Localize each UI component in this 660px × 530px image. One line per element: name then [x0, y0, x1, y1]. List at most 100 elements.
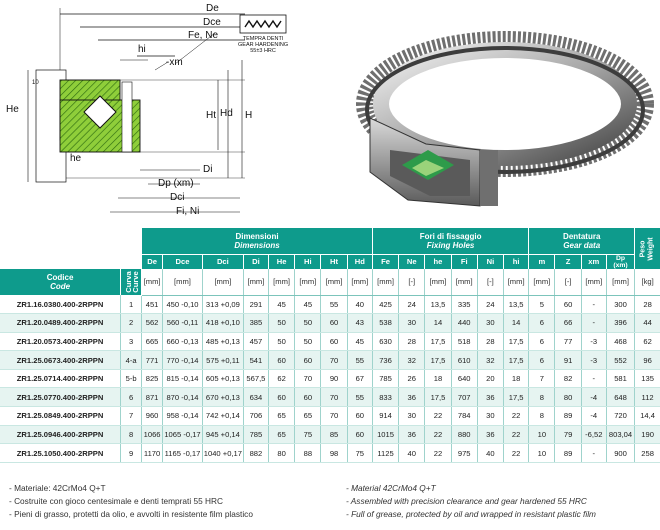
- table-cell: 6: [528, 350, 555, 370]
- table-cell: 742 +0,14: [201, 406, 244, 426]
- table-cell: 313 +0,09: [201, 295, 244, 315]
- table-cell: 518: [450, 332, 478, 352]
- table-cell: 190: [634, 425, 660, 445]
- table-cell: 112: [634, 387, 660, 408]
- table-cell: 13,5: [503, 295, 529, 315]
- table-cell: 43: [346, 313, 373, 333]
- table-cell: 55: [346, 387, 373, 408]
- table-cell: 65: [267, 406, 295, 426]
- table-cell: 30: [476, 406, 504, 426]
- col-m: m: [528, 253, 555, 269]
- curve-header: Curva Curve: [120, 269, 143, 295]
- unit-weight: [kg]: [634, 269, 660, 296]
- code-header-en: Code: [50, 282, 71, 291]
- col-Di: Di: [242, 253, 269, 269]
- table-cell: 82: [554, 369, 582, 389]
- table-cell: 90: [320, 369, 348, 389]
- table-cell: 575 +0,11: [201, 350, 244, 370]
- table-cell: 648: [605, 387, 635, 408]
- table-cell: 60: [346, 406, 373, 426]
- table-cell: 40: [346, 295, 373, 315]
- table-cell: 45: [267, 295, 295, 315]
- table-cell: 468: [605, 332, 635, 352]
- table-cell: 28: [634, 295, 660, 315]
- table-cell: 30: [476, 313, 504, 333]
- table-cell: 70: [320, 350, 348, 370]
- table-cell: 24: [476, 295, 504, 315]
- note-en-assembly: - Assembled with precision clearance and…: [346, 496, 587, 506]
- col-he: he: [424, 253, 452, 269]
- label-De: De: [206, 3, 219, 14]
- table-cell: 14: [503, 313, 529, 333]
- table-cell: 36: [398, 387, 425, 408]
- table-cell: 62: [634, 332, 660, 352]
- table-cell: 670 +0,13: [201, 387, 244, 408]
- table-cell: 22: [424, 443, 452, 463]
- table-cell: 44: [634, 313, 660, 333]
- row-curve-cell: 7: [120, 406, 142, 426]
- table-cell: 6: [528, 332, 555, 352]
- table-cell: 880: [450, 425, 478, 445]
- table-cell: 538: [371, 313, 399, 333]
- table-cell: 60: [346, 425, 373, 445]
- spec-table: Dimensioni Dimensions Fori di fissaggio …: [0, 228, 660, 463]
- col-Dci: Dci: [201, 253, 244, 269]
- label-Dci: Dci: [170, 192, 185, 203]
- table-cell: 440: [450, 313, 478, 333]
- unit-xm: [mm]: [580, 269, 607, 296]
- table-cell: 1015: [371, 425, 399, 445]
- table-cell: 62: [267, 369, 295, 389]
- row-code-cell: ZR1.16.0380.400-2RPPN: [0, 295, 121, 315]
- row-curve-cell: 4-a: [120, 350, 142, 370]
- table-cell: 634: [242, 387, 269, 408]
- table-cell: 96: [634, 350, 660, 370]
- table-cell: 70: [294, 369, 321, 389]
- table-cell: 32: [476, 350, 504, 370]
- table-cell: 17,5: [503, 387, 529, 408]
- table-cell: 60: [320, 332, 348, 352]
- table-cell: 720: [605, 406, 635, 426]
- table-cell: 45: [294, 295, 321, 315]
- row-code-cell: ZR1.25.0946.400-2RPPN: [0, 425, 121, 445]
- table-cell: 562: [141, 313, 163, 333]
- table-cell: 70: [320, 406, 348, 426]
- unit-m: [mm]: [528, 269, 555, 296]
- table-cell: 80: [267, 443, 295, 463]
- table-cell: 706: [242, 406, 269, 426]
- table-cell: 40: [476, 443, 504, 463]
- table-cell: 815 -0,14: [162, 369, 203, 389]
- row-curve-cell: 5-b: [120, 369, 142, 389]
- row-curve-cell: 2: [120, 313, 142, 333]
- note-en-material: - Material 42CrMo4 Q+T: [346, 483, 436, 493]
- table-cell: 335: [450, 295, 478, 315]
- table-cell: 871: [141, 387, 163, 408]
- table-cell: 55: [346, 350, 373, 370]
- row-curve-cell: 8: [120, 425, 142, 445]
- table-cell: 485 +0,13: [201, 332, 244, 352]
- weight-header-text: Peso Weight: [639, 236, 655, 261]
- table-cell: 425: [371, 295, 399, 315]
- table-cell: 736: [371, 350, 399, 370]
- group-gear-it: Dentatura: [563, 231, 601, 241]
- group-fixing-en: Fixing Holes: [426, 240, 475, 250]
- table-cell: 630: [371, 332, 399, 352]
- unit-Fe: [mm]: [371, 269, 399, 296]
- table-cell: 60: [554, 295, 582, 315]
- bearing-render: [330, 0, 660, 228]
- table-cell: 870 -0,14: [162, 387, 203, 408]
- cross-section-svg: [27, 8, 287, 213]
- table-cell: 10: [528, 443, 555, 463]
- col-Hi: Hi: [294, 253, 321, 269]
- table-cell: 13,5: [424, 295, 452, 315]
- table-cell: 79: [554, 425, 582, 445]
- table-cell: 605 +0,13: [201, 369, 244, 389]
- table-cell: 28: [476, 332, 504, 352]
- table-cell: 784: [450, 406, 478, 426]
- table-cell: -: [580, 369, 607, 389]
- table-cell: 581: [605, 369, 635, 389]
- col-Dce: Dce: [162, 253, 203, 269]
